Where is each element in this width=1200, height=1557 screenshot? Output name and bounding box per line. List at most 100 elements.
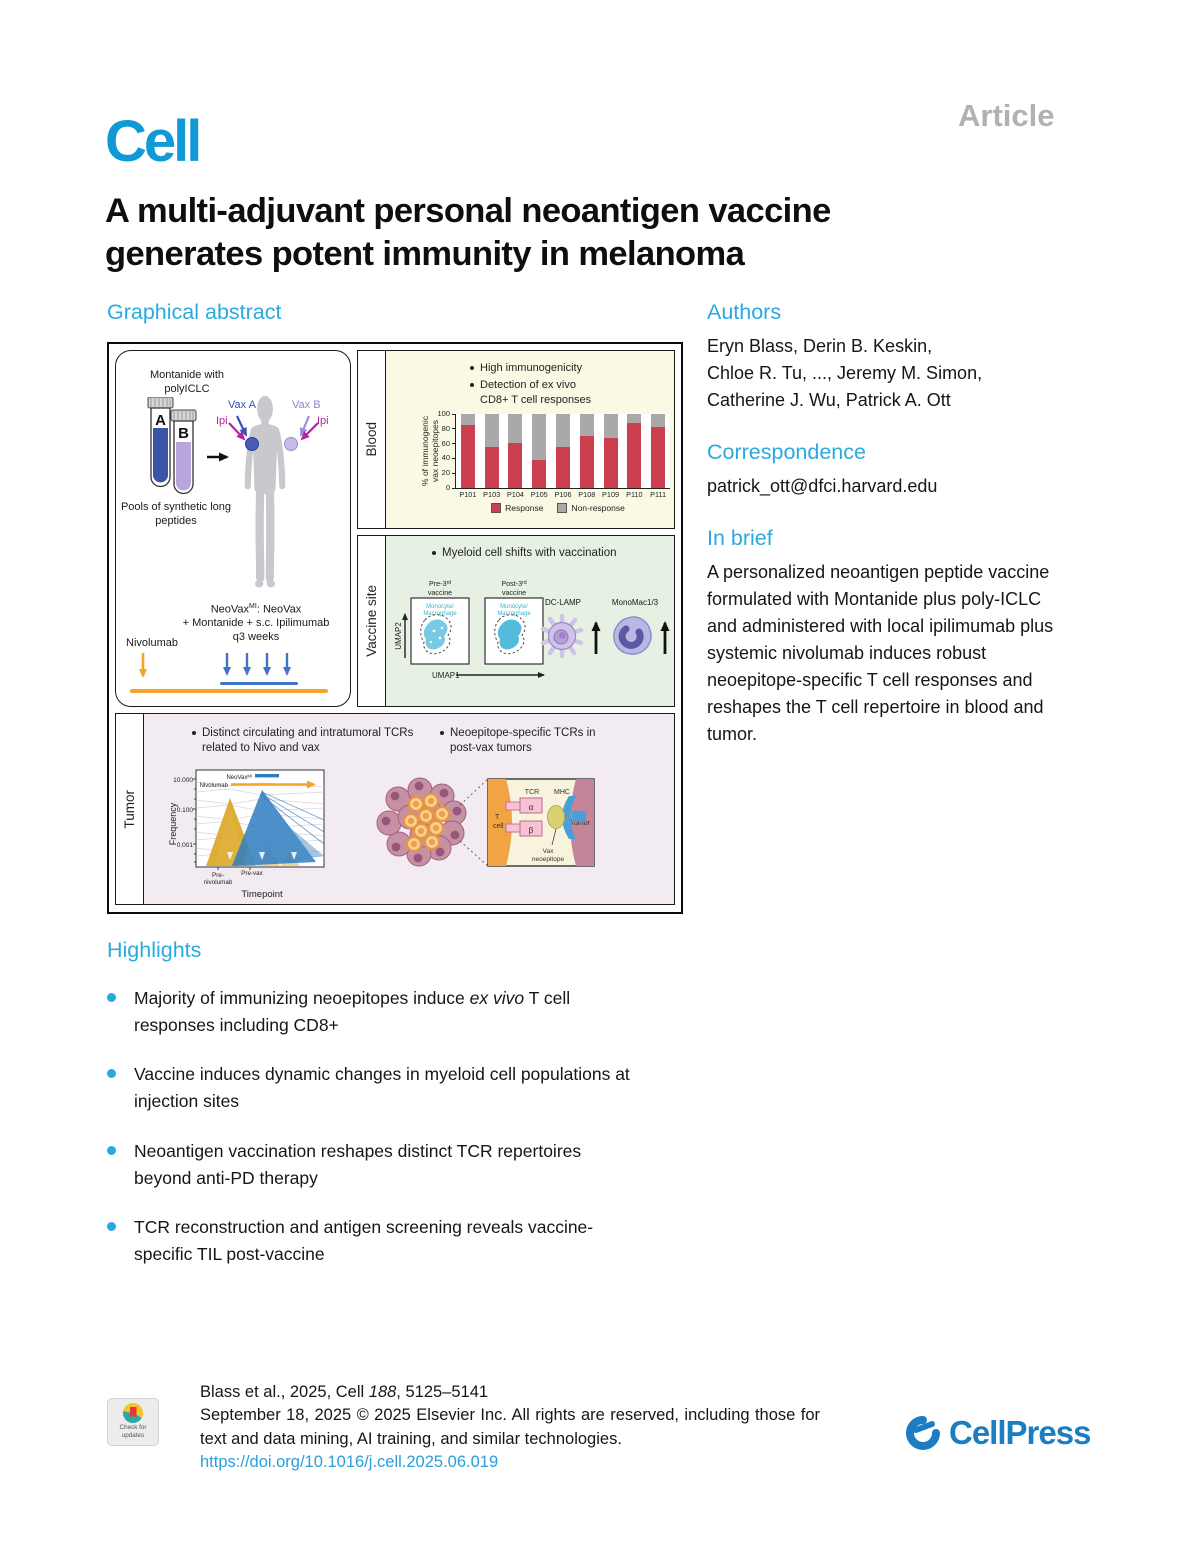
svg-text:0.001: 0.001: [177, 842, 194, 849]
dclamp-label: DC-LAMP: [544, 598, 581, 607]
vaccine-dose-arrows: [223, 653, 291, 676]
bar-P109: P109: [599, 414, 623, 499]
monomac-increase-arrow: [660, 621, 670, 654]
svg-text:nivolumab: nivolumab: [204, 879, 233, 886]
nivolumab-label: Nivolumab: [126, 637, 178, 649]
bullet-icon: [107, 1145, 116, 1155]
legend-non-response: Non-response: [557, 503, 625, 513]
bar-P101: P101: [456, 414, 480, 499]
umap-plots: Pre-3rd vaccine Post-3rd vaccine Monocyt…: [394, 579, 545, 680]
correspondence-heading: Correspondence: [707, 440, 866, 464]
montanide-label: Montanide with polyICLC: [150, 369, 224, 395]
tumor-panel: Tumor Distinct circulating and intratumo…: [115, 713, 675, 905]
legend-response: Response: [491, 503, 543, 513]
highlights-heading: Highlights: [107, 938, 202, 962]
ipi-left-label: Ipi: [216, 415, 228, 427]
nivolumab-start-arrow: [139, 653, 147, 678]
bullet-icon: [107, 993, 116, 1002]
doi-link[interactable]: https://doi.org/10.1016/j.cell.2025.06.0…: [200, 1453, 499, 1472]
vaccine-site-side-label: Vaccine site: [358, 536, 386, 706]
article-type-label: Article: [958, 98, 1055, 133]
blood-side-label: Blood: [358, 351, 386, 528]
bar-P108: P108: [575, 414, 599, 499]
highlight-item-4: TCR reconstruction and antigen screening…: [107, 1214, 667, 1268]
vaccine-site-panel: Vaccine site Myeloid cell shifts with va…: [357, 535, 675, 707]
to-body-arrow: [207, 452, 229, 462]
correspondence-email[interactable]: patrick_ott@dfci.harvard.edu: [707, 476, 938, 496]
bar-legend: Response Non-response: [446, 503, 670, 513]
citation-block: Blass et al., 2025, Cell 188, 5125–5141 …: [200, 1381, 820, 1475]
svg-text:10.000: 10.000: [173, 777, 193, 784]
human-body-silhouette: [244, 395, 286, 588]
cellpress-mark-icon: [906, 1416, 940, 1450]
tumor-bullet-right: Neoepitope-specific TCRs in post-vax tum…: [440, 726, 600, 756]
svg-text:0.100: 0.100: [177, 807, 194, 814]
vax-b-injection-site: [284, 437, 298, 451]
authors-block: Authors Eryn Blass, Derin B. Keskin, Chl…: [707, 300, 1099, 414]
svg-text:Monocyte/: Monocyte/: [426, 604, 454, 610]
blood-panel: Blood High immunogenicity Detection of e…: [357, 350, 675, 529]
bar-P105: P105: [527, 414, 551, 499]
rights-text: September 18, 2025 © 2025 Elsevier Inc. …: [200, 1406, 820, 1448]
crossmark-icon: [123, 1403, 143, 1423]
svg-text:Nivolumab: Nivolumab: [200, 783, 229, 789]
svg-text:vaccine: vaccine: [428, 588, 452, 597]
monomac-label: MonoMac1/3: [611, 598, 659, 607]
regimen-label: NeoVaxMI: NeoVax + Montanide + s.c. Ipil…: [182, 603, 330, 644]
bar-P106: P106: [551, 414, 575, 499]
ipi-right-arrow: [300, 422, 319, 441]
tumor-tcr-illustration: T cell Tumor TCR MHC α β Vax neo: [376, 777, 595, 867]
svg-text:Frequency: Frequency: [168, 802, 178, 845]
citation-line: Blass et al., 2025, Cell 188, 5125–5141: [200, 1383, 489, 1401]
svg-text:cell: cell: [493, 823, 504, 830]
svg-text:NeoVaxMI: NeoVaxMI: [226, 774, 252, 782]
info-column: Authors Eryn Blass, Derin B. Keskin, Chl…: [707, 300, 1099, 774]
bar-P111: P111: [646, 414, 670, 499]
tumor-side-label: Tumor: [116, 714, 144, 904]
svg-text:Pre-: Pre-: [212, 872, 224, 879]
cellpress-logo: CellPress: [903, 1413, 1091, 1453]
svg-text:Vax: Vax: [543, 848, 554, 855]
treatment-schema-panel: Montanide with polyICLC A B Pools of syn…: [115, 350, 351, 707]
svg-text:MHC: MHC: [554, 789, 570, 796]
highlight-item-1: Majority of immunizing neoepitopes induc…: [107, 985, 667, 1039]
bullet-icon: [107, 1221, 116, 1231]
correspondence-block: Correspondence patrick_ott@dfci.harvard.…: [707, 440, 1099, 500]
tcr-frequency-plot: Frequency 10.000 0.100 0.001: [168, 769, 325, 900]
svg-text:Post-3rd: Post-3rd: [501, 579, 526, 588]
svg-text:neoepitope: neoepitope: [532, 856, 565, 863]
in-brief-heading: In brief: [707, 526, 773, 550]
blood-bullet-1: High immunogenicity: [470, 361, 598, 375]
highlights-section: Highlights Majority of immunizing neoepi…: [107, 938, 667, 1268]
cell-journal-logo: Cell: [105, 109, 202, 174]
pools-label: Pools of synthetic long peptides: [120, 501, 232, 527]
svg-text:Tumor: Tumor: [570, 820, 591, 827]
monomac-cell-icon: [613, 616, 652, 655]
svg-text:Macrophage: Macrophage: [497, 611, 531, 617]
svg-text:β: β: [529, 825, 534, 835]
paper-title: A multi-adjuvant personal neoantigen vac…: [105, 192, 831, 274]
graphical-abstract-heading: Graphical abstract: [107, 300, 282, 324]
svg-text:UMAP1: UMAP1: [432, 671, 460, 680]
svg-text:α: α: [529, 802, 534, 812]
tumor-bullet-left: Distinct circulating and intratumoral TC…: [192, 726, 424, 756]
author-names: Eryn Blass, Derin B. Keskin, Chloe R. Tu…: [707, 336, 983, 410]
svg-text:Pre-3rd: Pre-3rd: [429, 579, 451, 588]
bar-P110: P110: [622, 414, 646, 499]
svg-text:UMAP2: UMAP2: [394, 622, 403, 650]
vaccine-period-bar: [220, 682, 298, 685]
bullet-icon: [107, 1069, 116, 1079]
highlight-item-2: Vaccine induces dynamic changes in myelo…: [107, 1061, 667, 1115]
dclamp-increase-arrow: [591, 621, 601, 654]
svg-text:T: T: [495, 814, 500, 821]
authors-heading: Authors: [707, 300, 782, 324]
dclamp-cell-icon: [540, 613, 584, 659]
graphical-abstract-figure: Montanide with polyICLC A B Pools of syn…: [107, 342, 683, 914]
nivolumab-period-bar: [130, 689, 328, 693]
svg-text:Macrophage: Macrophage: [423, 611, 457, 617]
bar-P103: P103: [480, 414, 504, 499]
svg-text:Timepoint: Timepoint: [241, 889, 283, 900]
vax-b-label: Vax B: [292, 399, 321, 411]
